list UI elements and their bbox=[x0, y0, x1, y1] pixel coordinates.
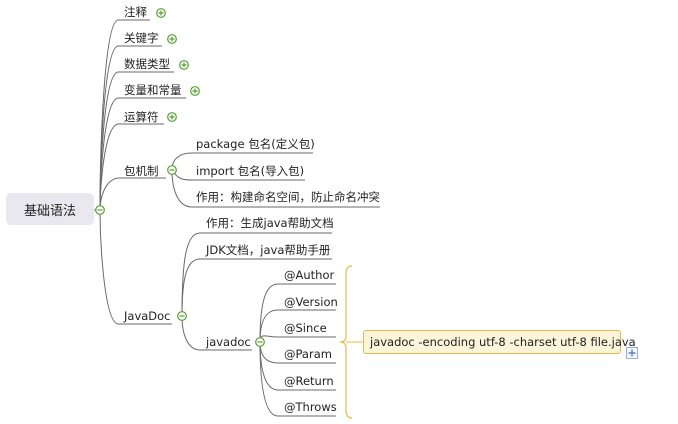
collapse-package-icon[interactable] bbox=[167, 165, 177, 175]
expand-keyword-icon[interactable] bbox=[167, 34, 177, 44]
collapse-root-icon[interactable] bbox=[95, 205, 105, 215]
javadoc-purpose-node[interactable]: 作用：生成java帮助文档 bbox=[206, 216, 334, 230]
tag-throws[interactable]: @Throws bbox=[284, 400, 337, 414]
tag-version[interactable]: @Version bbox=[284, 295, 338, 309]
expand-datatype-icon[interactable] bbox=[179, 60, 189, 70]
tag-author[interactable]: @Author bbox=[284, 268, 335, 282]
package-import-node[interactable]: import 包名(导入包) bbox=[196, 164, 305, 178]
tag-return[interactable]: @Return bbox=[284, 374, 334, 388]
plus-icon bbox=[628, 349, 636, 357]
root-label: 基础语法 bbox=[23, 203, 76, 219]
javadoc-tool-node[interactable]: javadoc bbox=[206, 335, 251, 349]
branch-keyword[interactable]: 关键字 bbox=[124, 31, 159, 45]
summary-callout[interactable]: javadoc -encoding utf-8 -charset utf-8 f… bbox=[363, 330, 636, 354]
branch-package[interactable]: 包机制 bbox=[124, 164, 159, 178]
root-node[interactable]: 基础语法 bbox=[6, 193, 94, 225]
javadoc-jdk-node[interactable]: JDK文档，java帮助手册 bbox=[206, 243, 331, 257]
add-summary-button[interactable] bbox=[626, 347, 638, 359]
collapse-javadoc-tool-icon[interactable] bbox=[255, 337, 265, 347]
branch-varconst[interactable]: 变量和常量 bbox=[124, 83, 182, 97]
branch-operator[interactable]: 运算符 bbox=[124, 110, 159, 124]
branch-javadoc[interactable]: JavaDoc bbox=[124, 309, 171, 323]
branch-datatype[interactable]: 数据类型 bbox=[124, 57, 170, 71]
expand-varconst-icon[interactable] bbox=[190, 86, 200, 96]
expand-operator-icon[interactable] bbox=[167, 112, 177, 122]
tag-since[interactable]: @Since bbox=[284, 321, 327, 335]
tag-param[interactable]: @Param bbox=[284, 347, 332, 361]
package-define-node[interactable]: package 包名(定义包) bbox=[196, 137, 315, 151]
branch-comment[interactable]: 注释 bbox=[124, 5, 147, 19]
summary-text: javadoc -encoding utf-8 -charset utf-8 f… bbox=[370, 335, 636, 349]
package-purpose-node[interactable]: 作用：构建命名空间，防止命名冲突 bbox=[196, 190, 380, 204]
collapse-javadoc-icon[interactable] bbox=[177, 311, 187, 321]
expand-comment-icon[interactable] bbox=[156, 8, 166, 18]
